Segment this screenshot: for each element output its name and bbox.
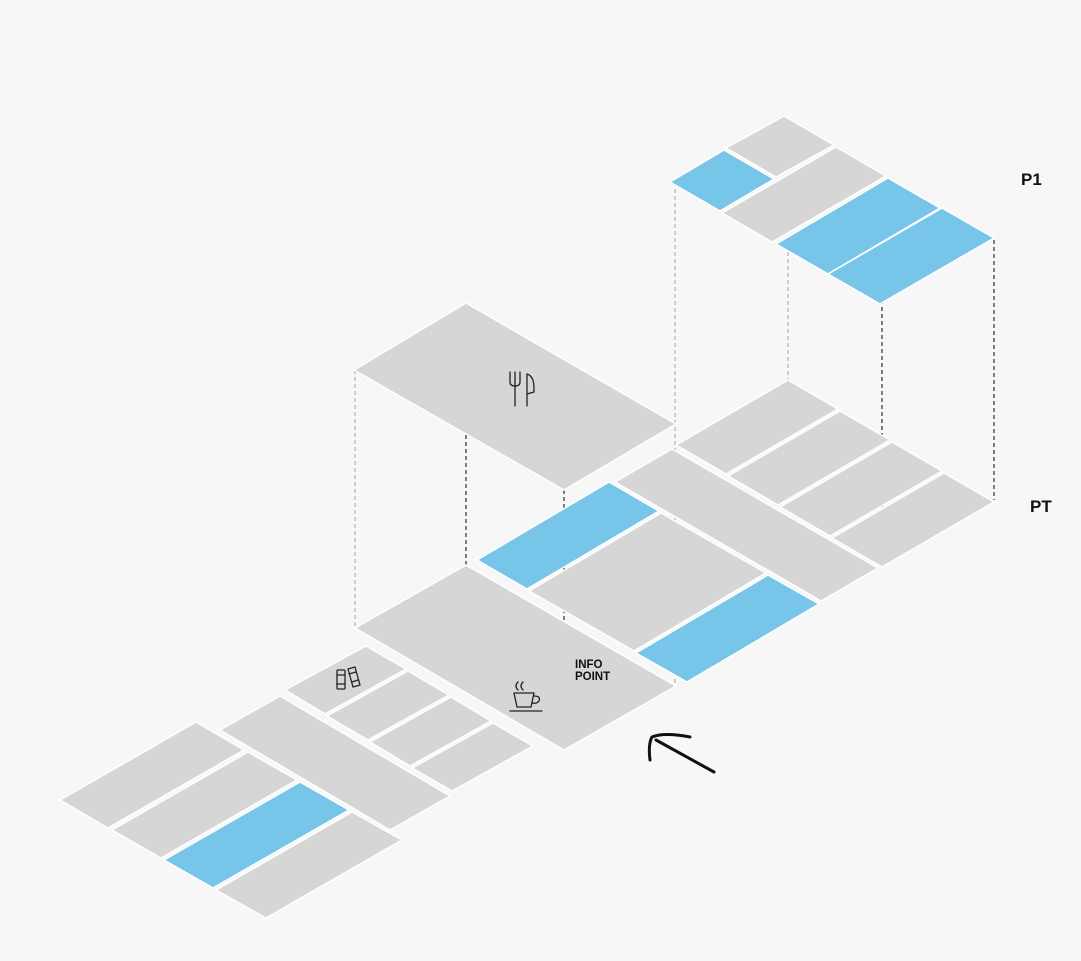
tile bbox=[725, 115, 835, 178]
tile bbox=[111, 751, 298, 859]
tile bbox=[326, 670, 450, 741]
tile bbox=[721, 146, 887, 243]
tile bbox=[219, 695, 451, 831]
tile bbox=[727, 410, 891, 506]
tile bbox=[59, 721, 245, 829]
tile bbox=[215, 811, 403, 919]
tile-highlight bbox=[163, 781, 350, 889]
tile-highlight bbox=[775, 177, 941, 275]
entrance-arrow-icon bbox=[647, 733, 716, 774]
level-label-pt: PT bbox=[1030, 497, 1052, 516]
info-point-label-line1: INFO bbox=[575, 659, 603, 671]
coffee-cup-icon bbox=[509, 681, 543, 712]
tile bbox=[831, 472, 995, 568]
ground-floor-tiles bbox=[59, 379, 995, 919]
tile bbox=[614, 448, 879, 602]
level-label-p1: P1 bbox=[1021, 170, 1042, 189]
tile-highlight bbox=[476, 481, 660, 590]
fork-knife-icon bbox=[509, 371, 535, 407]
tile bbox=[779, 441, 943, 537]
tile-highlight bbox=[669, 149, 775, 212]
cafe-tile bbox=[354, 564, 677, 751]
tile bbox=[369, 696, 492, 767]
tile-highlight bbox=[635, 574, 820, 683]
tile-highlight bbox=[827, 207, 995, 305]
books-icon bbox=[336, 666, 361, 690]
info-point-label-line2: POINT bbox=[575, 671, 610, 683]
tile bbox=[411, 722, 534, 792]
tile bbox=[675, 379, 839, 475]
tile bbox=[528, 512, 767, 652]
upper-floor-tiles bbox=[669, 115, 995, 305]
